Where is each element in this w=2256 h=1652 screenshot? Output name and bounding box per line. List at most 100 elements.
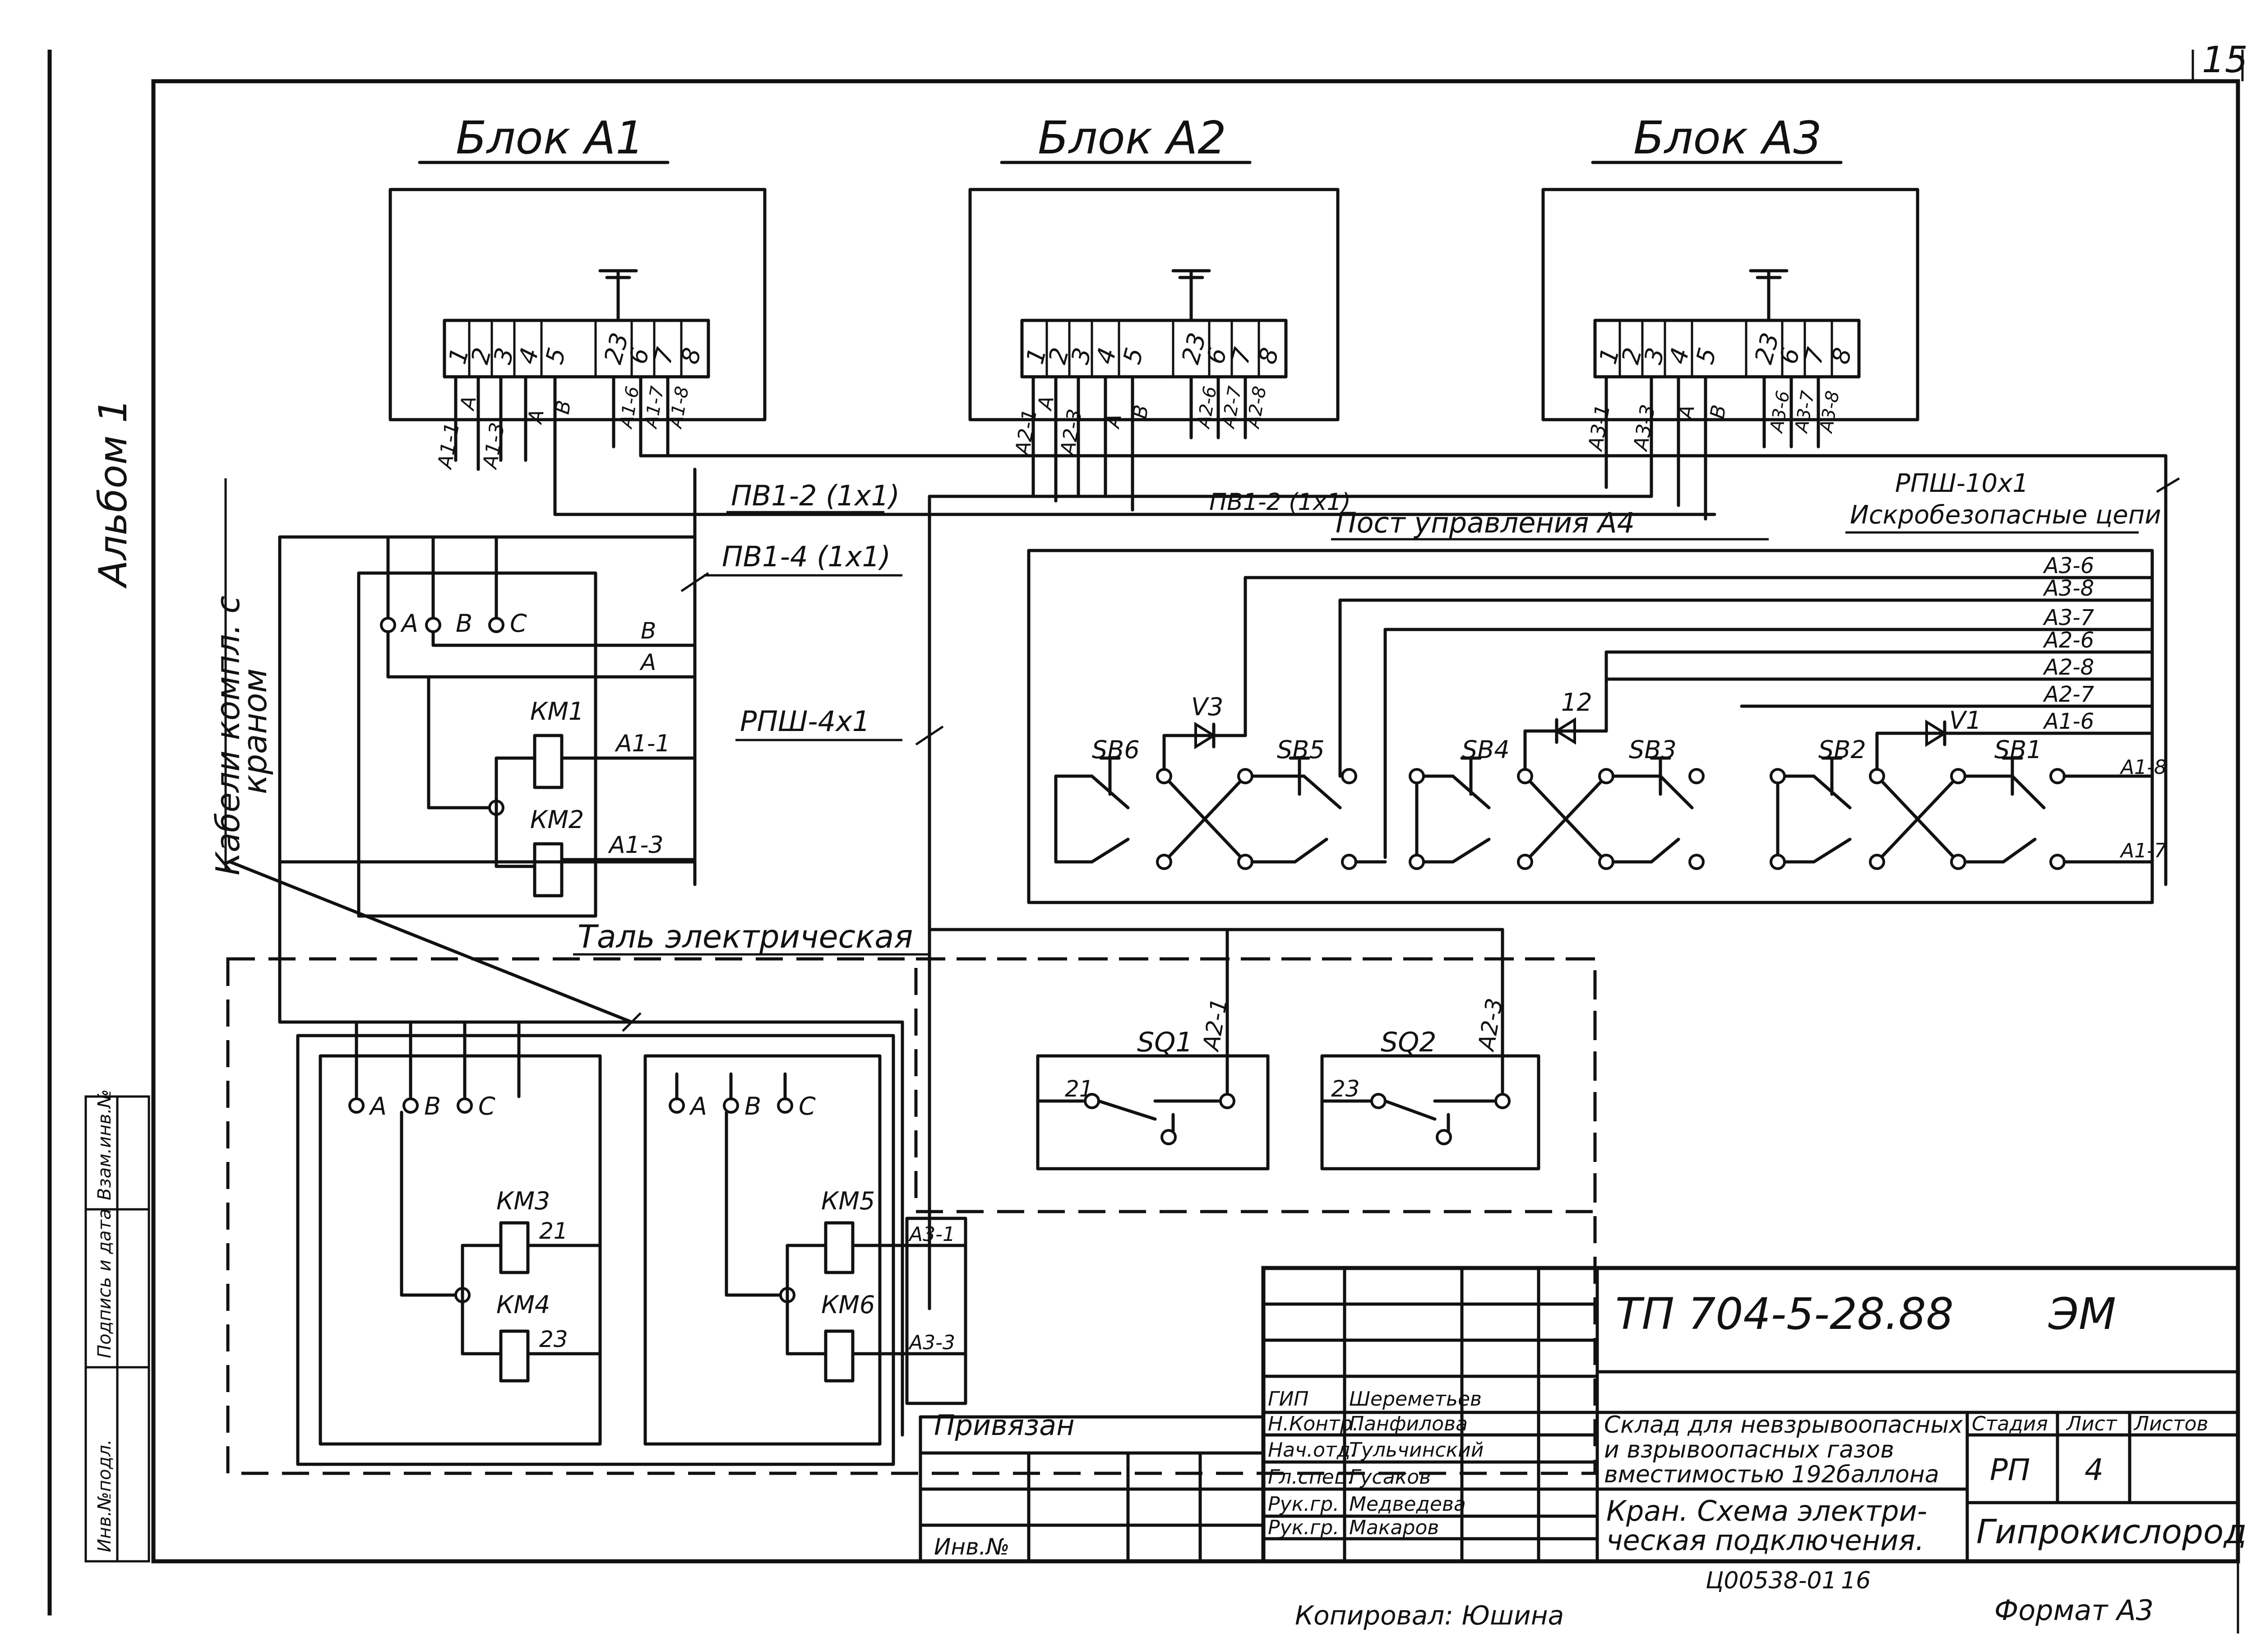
- object-line-2: и взрывоопасных газов: [1604, 1436, 1894, 1463]
- order-sheet: 16: [1841, 1567, 1871, 1594]
- upper-terminal-b: В: [456, 609, 472, 638]
- button-sb6-label: SB6: [1092, 736, 1140, 764]
- hoist-title: Таль электрическая: [578, 918, 913, 955]
- hoist-right-terminal-a: А: [689, 1092, 707, 1120]
- block-a1-terminals: 1 2 3 4 5 23 6 7 8: [443, 320, 707, 377]
- cable-pv1-2-left: ПВ1-2 (1х1): [731, 479, 900, 512]
- role-gl-spets: Гл.спец.: [1268, 1466, 1354, 1489]
- post-wire-a3-8: А3-8: [2043, 576, 2094, 601]
- doc-mark: ЭМ: [2048, 1289, 2116, 1339]
- upper-wire-b: В: [641, 618, 656, 644]
- sheets-header: Листов: [2133, 1412, 2208, 1435]
- object-line-1: Склад для невзрывоопасных: [1604, 1411, 1963, 1439]
- button-group-3: SB2 SB1 V1: [1770, 706, 2154, 870]
- a1-wire-a1-1: А1-1: [433, 421, 464, 472]
- block-a2-title: Блок А2: [1038, 111, 1226, 164]
- stamp-inv-label: Инв.№подл.: [94, 1439, 115, 1552]
- a3-wire-b: В: [1706, 403, 1731, 421]
- button-sb1-label: SB1: [1994, 736, 2042, 764]
- a3-terminal-7: 7: [1799, 345, 1831, 367]
- a2-terminal-5: 5: [1118, 345, 1149, 367]
- a3-wire-a3-3: А3-3: [1629, 403, 1660, 453]
- coil-km1-label: КМ1: [530, 697, 584, 726]
- limit-switch-sq1-label: SQ1: [1137, 1027, 1193, 1058]
- block-a1: Блок А1 1 2 3 4 5 23 6 7 8: [388, 111, 767, 516]
- role-gip: ГИП: [1268, 1388, 1309, 1411]
- name-makarov: Макаров: [1349, 1516, 1439, 1539]
- a3-wire-a3-1: А3-1: [1584, 403, 1614, 453]
- a1-wire-a1-7: А1-7: [640, 384, 668, 431]
- stage-header: Стадия: [1972, 1412, 2048, 1435]
- a2-wire-a2-1: А2-1: [1011, 407, 1041, 458]
- button-sb2-label: SB2: [1818, 736, 1866, 764]
- object-line-3: вместимостью 192баллона: [1604, 1461, 1939, 1488]
- post-wire-a3-6: А3-6: [2043, 553, 2094, 578]
- block-a2-terminals: 1 2 3 4 5 23 6 7 8: [1021, 320, 1285, 377]
- coil-km3-label: КМ3: [496, 1187, 550, 1215]
- button-sb5-label: SB5: [1277, 736, 1325, 764]
- post-wire-a1-7: А1-7: [2119, 839, 2167, 862]
- post-wire-a3-7: А3-7: [2043, 605, 2094, 630]
- hoist-right-terminal-b: В: [744, 1092, 761, 1120]
- coil-wire-a1-1: А1-1: [615, 730, 670, 757]
- inv-label: Инв.№: [934, 1534, 1009, 1560]
- name-panfilova: Панфилова: [1349, 1412, 1468, 1435]
- coil-wire-a1-3: А1-3: [608, 832, 664, 859]
- a2-wire-a2-7: А2-7: [1218, 384, 1246, 431]
- cable-rpsh-10x1: РПШ-10х1: [1895, 469, 2029, 498]
- upper-terminal-c: С: [510, 609, 527, 638]
- sheet-number-value: 4: [2085, 1453, 2103, 1487]
- album-label: Альбом 1: [91, 398, 136, 589]
- hoist-box-wire-a3-1: А3-1: [908, 1223, 955, 1246]
- hoist-box-wire-a3-3: А3-3: [908, 1331, 955, 1354]
- hoist-left-terminal-a: А: [369, 1092, 387, 1120]
- page-number: 15: [2202, 39, 2248, 81]
- diode-v3-label: V3: [1191, 693, 1223, 721]
- bound-label: Привязан: [934, 1409, 1075, 1442]
- block-a3: Блок А3 1 2 3 4 5 23 6 7 8: [1541, 111, 1919, 521]
- name-sheremetev: Шереметьев: [1349, 1388, 1482, 1411]
- sheet-header: Лист: [2066, 1412, 2117, 1435]
- a3-terminal-8: 8: [1826, 345, 1858, 367]
- hoist-left-terminal-c: С: [478, 1092, 495, 1120]
- a3-wire-a3-7: А3-7: [1791, 389, 1819, 435]
- order-number: Ц00538-01: [1706, 1567, 1837, 1594]
- hoist-right-terminal-c: С: [799, 1092, 816, 1120]
- a1-terminal-5: 5: [540, 345, 572, 367]
- a1-terminal-4: 4: [513, 345, 545, 367]
- diode-v1-label: V1: [1949, 706, 1981, 735]
- coil-km6-label: КМ6: [821, 1291, 875, 1319]
- crane-cable-diagonal: [228, 860, 633, 1024]
- button-group-2: SB4 SB3 12: [1409, 688, 1705, 870]
- role-ruk-gr-1: Рук.гр.: [1268, 1493, 1339, 1516]
- a2-terminal-8: 8: [1253, 345, 1285, 367]
- sheet-title-line-1: Кран. Схема электри-: [1606, 1495, 1927, 1527]
- name-gusakov: Гусаков: [1349, 1466, 1431, 1489]
- post-wire-a2-8: А2-8: [2043, 655, 2094, 680]
- a2-terminal-4: 4: [1091, 345, 1122, 367]
- a3-terminal-5: 5: [1691, 345, 1722, 367]
- block-a3-wires: А3-1 А3-3 А В А3-6 А3-7 А3-8: [1584, 375, 1844, 521]
- coil-km2-label: КМ2: [530, 805, 584, 834]
- limit-switch-sq2-label: SQ2: [1381, 1027, 1437, 1058]
- block-a2-wires: А2-1 А А2-3 А В А2-6 А2-7 А2-8: [1011, 375, 1271, 512]
- title-block: ТП 704-5-28.88 ЭМ Привязан Инв.№ ГИП Н.К…: [919, 1266, 2247, 1564]
- crane-cables-label-1: Кабели компл. с: [209, 596, 247, 875]
- block-a2: Блок А2 1 2 3 4 5 23 6 7 8: [968, 111, 1340, 512]
- role-nach-otd: Нач.отд.: [1268, 1439, 1357, 1462]
- hoist-left-terminal-b: В: [424, 1092, 441, 1120]
- limit-switch-sq1-contact: 21: [1065, 1076, 1094, 1102]
- crane-cables-label-2: краном: [236, 668, 274, 794]
- upper-contactor-box: А В С В А КМ1 КМ2 А1-1 А1-3: [278, 535, 697, 918]
- stamp-replace-label: Взам.инв.№: [94, 1089, 115, 1200]
- name-tulchinsky: Тульчинский: [1349, 1439, 1484, 1462]
- button-sb3-label: SB3: [1629, 736, 1677, 764]
- role-ruk-gr-2: Рук.гр.: [1268, 1516, 1339, 1539]
- hoist-enclosure: Таль электрическая А В С КМ3 КМ4: [226, 860, 1597, 1475]
- intrinsic-circuits-label: Искробезопасные цепи: [1850, 500, 2161, 530]
- a3-terminal-4: 4: [1664, 345, 1695, 367]
- button-group-1: SB6 SB5 V3: [1054, 693, 1387, 870]
- control-post-a4: Пост управления А4 А3-6 А3-8 А3-7 А2-6 А…: [1027, 506, 2167, 904]
- drawing-frame: [47, 50, 2244, 1633]
